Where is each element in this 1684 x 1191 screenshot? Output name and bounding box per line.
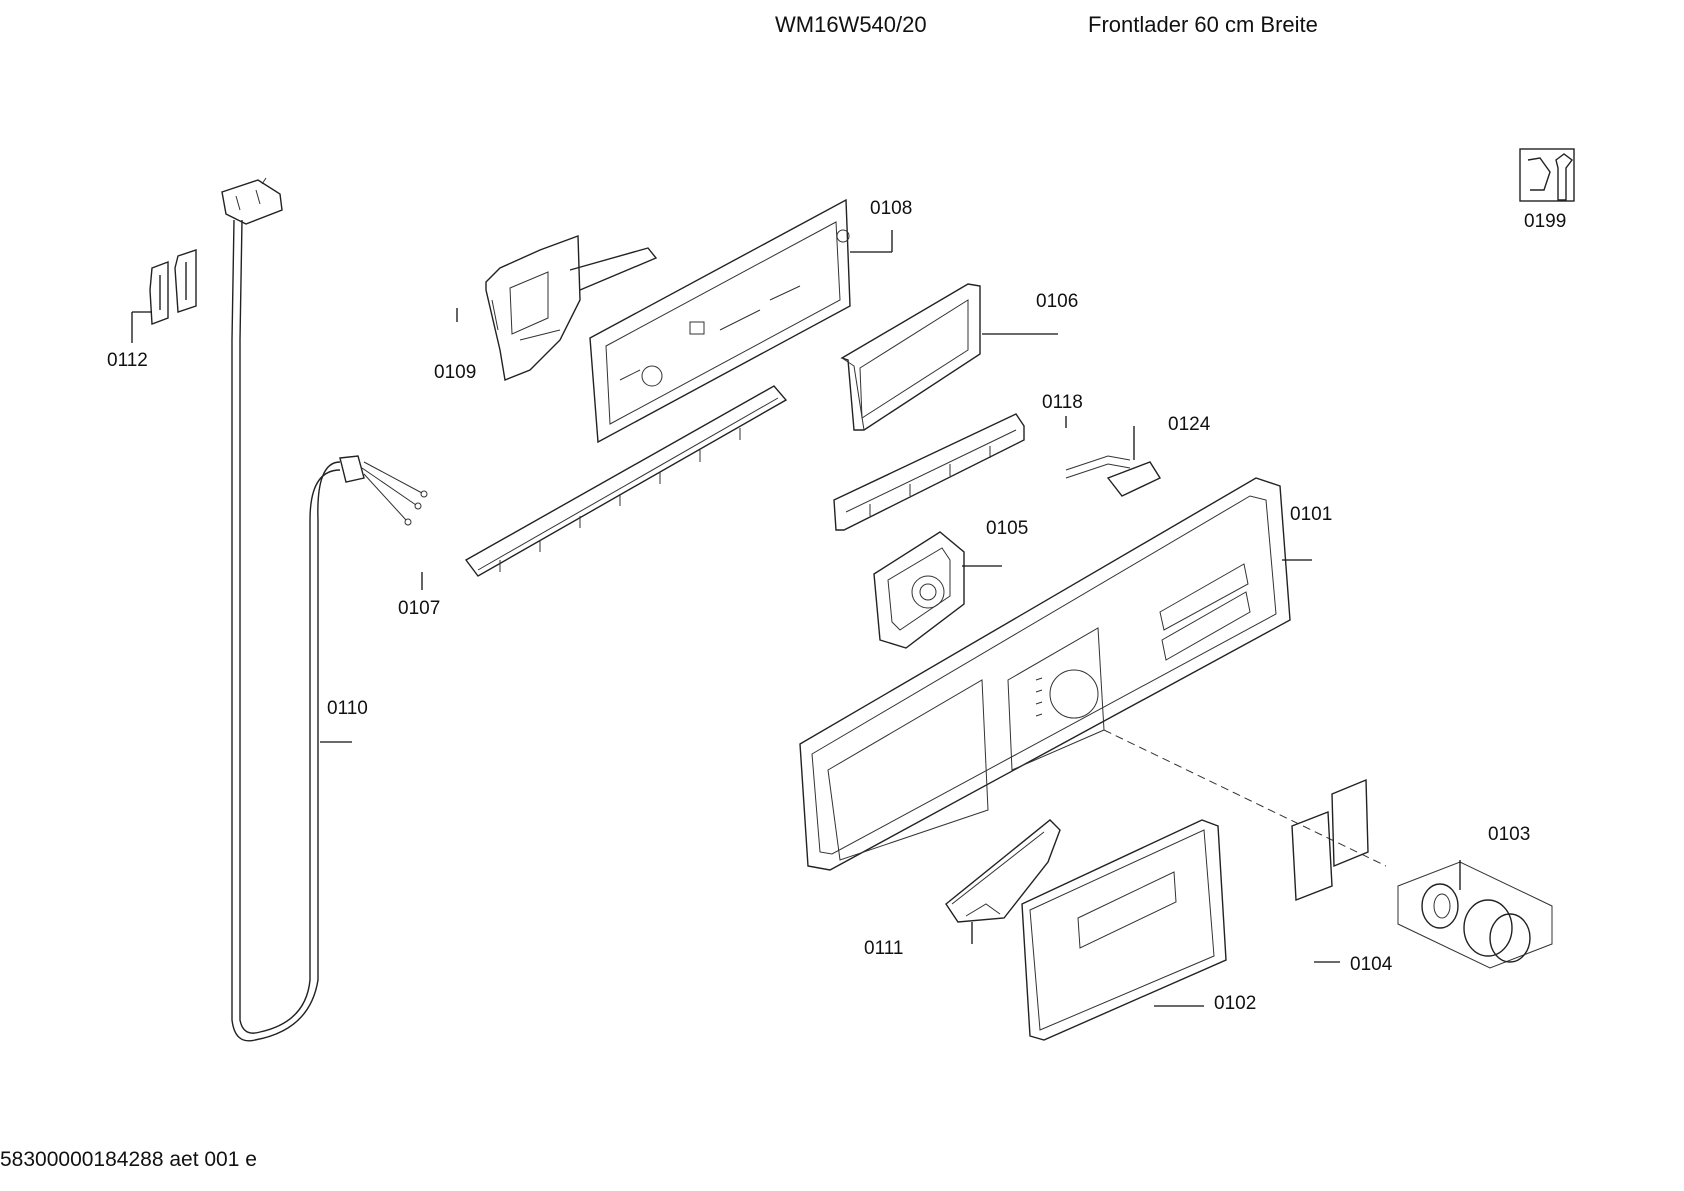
button-carrier-icon[interactable] xyxy=(833,413,1067,531)
part-label-0118: 0118 xyxy=(1042,392,1083,413)
module-holder-icon[interactable] xyxy=(456,235,658,381)
part-label-0124: 0124 xyxy=(1168,414,1211,435)
part-label-0102: 0102 xyxy=(1214,993,1256,1014)
part-label-0101: 0101 xyxy=(1290,504,1332,525)
part-label-0112: 0112 xyxy=(107,350,148,371)
program-knob-icon[interactable] xyxy=(1397,860,1553,969)
drawer-handle-insert-icon[interactable] xyxy=(945,819,1061,944)
program-selector-module-icon[interactable] xyxy=(873,531,1002,649)
control-panel-fascia-icon[interactable] xyxy=(799,477,1387,871)
part-label-0111: 0111 xyxy=(864,938,903,959)
appliance-description: Frontlader 60 cm Breite xyxy=(1088,12,1318,37)
part-label-0106: 0106 xyxy=(1036,291,1078,312)
part-label-0103: 0103 xyxy=(1488,824,1530,845)
sensor-with-wire-icon[interactable] xyxy=(1065,426,1162,497)
model-number: WM16W540/20 xyxy=(775,12,927,37)
display-window-icon[interactable] xyxy=(840,283,1058,431)
panel-label-foil-icon[interactable] xyxy=(1291,778,1369,963)
document-code: 58300000184288 aet 001 e xyxy=(0,1148,257,1171)
button-strip-icon[interactable] xyxy=(421,385,788,590)
cable-clip-icon[interactable] xyxy=(131,249,197,343)
part-label-0110: 0110 xyxy=(327,698,368,719)
part-label-0104: 0104 xyxy=(1350,954,1393,975)
control-module-board-icon[interactable] xyxy=(589,198,893,444)
part-label-0107: 0107 xyxy=(398,598,440,619)
part-label-0108: 0108 xyxy=(870,198,912,219)
part-label-0109: 0109 xyxy=(434,362,476,383)
part-label-0105: 0105 xyxy=(986,518,1028,539)
detergent-drawer-front-icon[interactable] xyxy=(1021,819,1227,1041)
service-tool-icon[interactable] xyxy=(1519,148,1575,202)
part-label-0199: 0199 xyxy=(1524,211,1566,232)
mains-cable-icon[interactable] xyxy=(221,177,428,1042)
